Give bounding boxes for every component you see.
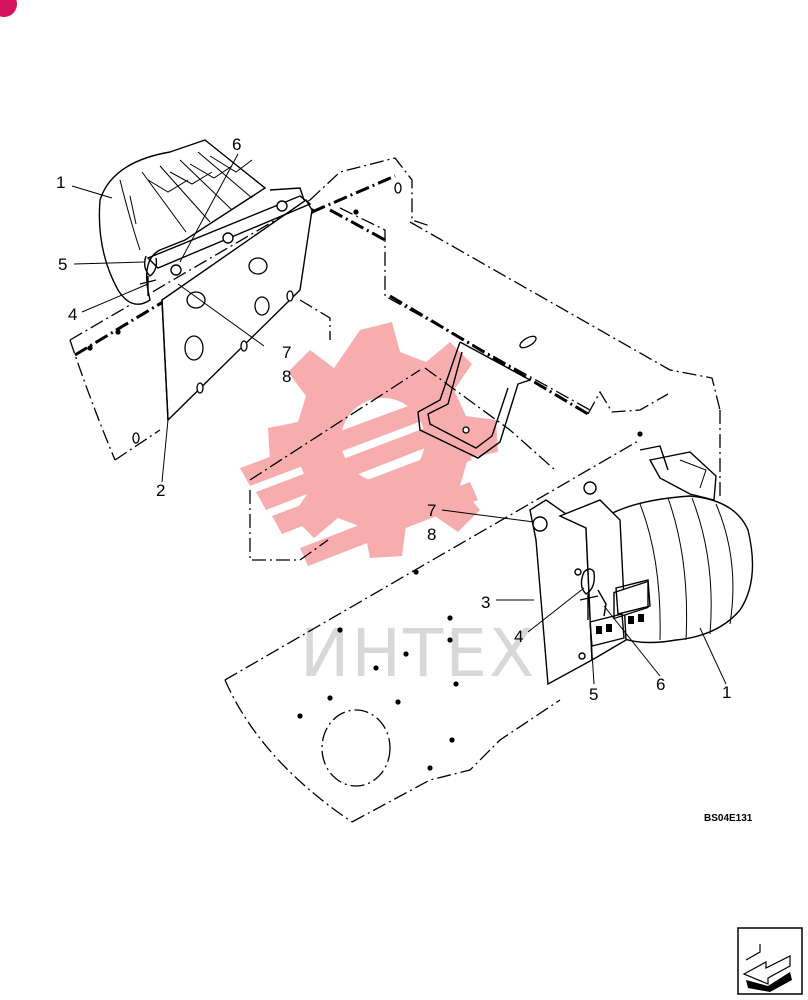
callout-right-8: 8 <box>427 525 436 544</box>
right-mount-assembly <box>529 445 754 686</box>
callout-right-5: 5 <box>589 685 598 704</box>
callout-right-1: 1 <box>722 683 731 702</box>
callout-right-3: 3 <box>481 593 490 612</box>
callout-labels: 6 1 5 4 7 8 2 7 8 3 4 5 6 1 <box>56 135 731 704</box>
callout-right-6: 6 <box>656 675 665 694</box>
gear-logo-icon <box>240 322 498 566</box>
figure-code: BS04E131 <box>704 813 753 824</box>
callout-left-6: 6 <box>232 135 241 154</box>
leader-lines <box>71 153 727 685</box>
brand-badge-icon <box>0 0 17 17</box>
arrow-next-icon[interactable] <box>737 927 803 995</box>
callout-left-1: 1 <box>56 173 65 192</box>
callout-left-2: 2 <box>156 481 165 500</box>
callout-right-7: 7 <box>427 501 436 520</box>
watermark-text: ИНТЕХ <box>300 615 536 692</box>
callout-right-4: 4 <box>514 627 523 646</box>
left-mount-assembly <box>98 139 313 422</box>
callout-left-7: 7 <box>282 343 291 362</box>
callout-left-5: 5 <box>58 255 67 274</box>
callout-left-4: 4 <box>68 305 77 324</box>
center-bracket <box>417 335 537 459</box>
callout-left-8: 8 <box>282 367 291 386</box>
